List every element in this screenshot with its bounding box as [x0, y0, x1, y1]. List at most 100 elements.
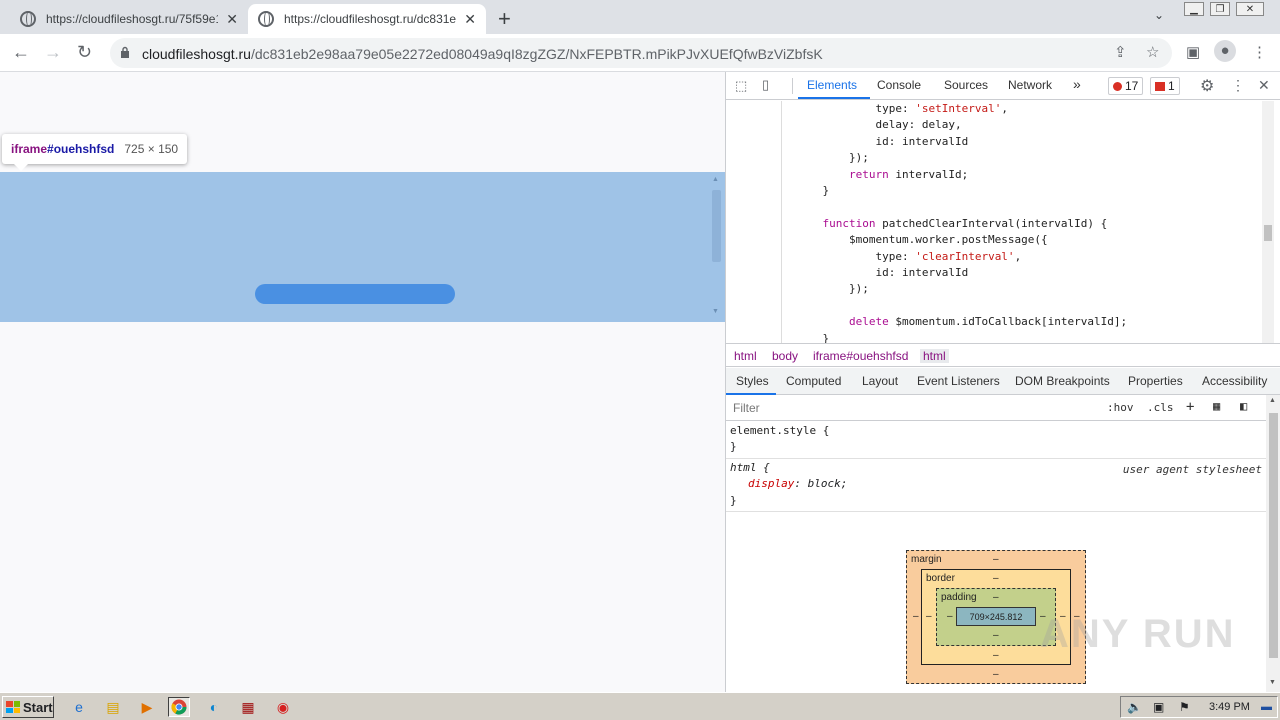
tooltip-dimensions: 725 × 150	[124, 142, 179, 156]
start-button[interactable]: Start	[2, 696, 54, 718]
close-window-button[interactable]: ✕	[1236, 2, 1264, 16]
media-player-icon[interactable]: ▶	[141, 698, 153, 715]
padding-top-value: –	[993, 592, 999, 603]
forward-arrow-icon[interactable]: →	[44, 42, 62, 62]
margin-right-value: –	[1074, 611, 1080, 622]
filter-placeholder: Filter	[733, 401, 760, 415]
tab-elements[interactable]: Elements	[807, 78, 858, 92]
close-devtools-icon[interactable]: ✕	[1258, 77, 1270, 93]
html-ua-rule: html { user agent stylesheet display: bl…	[726, 460, 1266, 512]
filter-input[interactable]	[728, 397, 1098, 417]
code-scrollbar[interactable]	[1262, 101, 1274, 343]
scrollbar-thumb[interactable]	[1264, 225, 1272, 241]
rule-selector[interactable]: element.style {	[730, 424, 830, 437]
scroll-down-arrow-icon[interactable]: ▼	[1269, 679, 1276, 686]
new-tab-button[interactable]: +	[498, 6, 511, 31]
scroll-up-arrow-icon[interactable]: ▲	[1269, 397, 1276, 404]
paint-bucket-icon[interactable]: ▦	[1213, 399, 1221, 413]
windows-taskbar: Start e ▤ ▶ ◐ ▦ ◉ 🔈 ▣ ⚑ 3:49 PM ▬	[0, 692, 1280, 720]
address-bar[interactable]: cloudfileshosgt.ru/dc831eb2e98aa79e05e22…	[110, 38, 1172, 68]
browser-tab-strip: https://cloudfileshosgt.ru/75f59e11( ✕ h…	[0, 0, 1280, 34]
share-icon[interactable]: ⇪	[1114, 44, 1127, 61]
scrollbar-thumb[interactable]	[1269, 413, 1278, 658]
margin-top-value: –	[993, 554, 999, 565]
security-app-icon[interactable]: ◉	[276, 698, 290, 715]
issues-badge[interactable]: 1	[1150, 77, 1180, 95]
watermark-logo: ANY RUN	[1040, 612, 1236, 656]
scroll-down-arrow-icon[interactable]: ▼	[712, 308, 719, 315]
settings-gear-icon[interactable]: ⚙	[1200, 78, 1215, 95]
close-icon[interactable]: ✕	[226, 10, 238, 27]
tab-event-listeners[interactable]: Event Listeners	[917, 374, 1000, 388]
menu-kebab-icon[interactable]: ⋮	[1252, 44, 1267, 61]
tab-search-chevron-icon[interactable]: ⌄	[1154, 8, 1165, 22]
code-line: }	[796, 331, 830, 343]
issue-icon	[1155, 81, 1165, 91]
close-icon[interactable]: ✕	[464, 10, 476, 27]
errors-badge[interactable]: 17	[1108, 77, 1144, 95]
system-tray: 🔈 ▣ ⚑ 3:49 PM ▬	[1120, 696, 1278, 718]
chrome-logo	[171, 699, 187, 715]
code-line: }	[796, 184, 830, 198]
scroll-up-arrow-icon[interactable]: ▲	[712, 176, 719, 183]
more-tabs-chevron-icon[interactable]: »	[1073, 76, 1081, 92]
code-viewer: type: 'setInterval', delay: delay, id: i…	[726, 101, 1271, 343]
device-toolbar-icon[interactable]: ▯	[762, 77, 770, 92]
inspect-element-icon[interactable]: ⬚	[735, 78, 748, 93]
edge-icon[interactable]: ◐	[209, 699, 219, 715]
selected-tab-indicator	[798, 97, 870, 99]
padding-right-value: –	[1040, 611, 1046, 622]
restore-button[interactable]: ❐	[1210, 2, 1230, 16]
url-path: /dc831eb2e98aa79e05e2272ed08049a9qI8zgZG…	[250, 46, 823, 62]
breadcrumb-html[interactable]: html	[734, 349, 757, 363]
code-line: });	[796, 282, 869, 296]
internet-explorer-icon[interactable]: e	[75, 699, 83, 715]
reload-icon[interactable]: ↻	[77, 42, 93, 62]
tab-styles[interactable]: Styles	[736, 374, 769, 388]
code-line: id: intervalId	[796, 134, 969, 148]
side-panel-icon[interactable]: ▣	[1186, 44, 1201, 61]
back-arrow-icon[interactable]: ←	[12, 42, 30, 62]
toggle-sidebar-icon[interactable]: ◧	[1240, 399, 1248, 413]
browser-tab-2[interactable]: https://cloudfileshosgt.ru/dc831eb2 ✕	[248, 4, 486, 34]
bookmark-star-icon[interactable]: ☆	[1146, 44, 1160, 61]
tab-layout[interactable]: Layout	[862, 374, 899, 388]
network-icon[interactable]: ▣	[1153, 700, 1165, 714]
new-rule-plus-icon[interactable]: +	[1186, 399, 1195, 415]
winrar-icon[interactable]: ▦	[241, 698, 255, 715]
hov-toggle[interactable]: :hov	[1107, 401, 1134, 414]
property-value: block;	[807, 477, 848, 491]
margin-bottom-value: –	[993, 669, 999, 680]
action-center-flag-icon[interactable]: ⚑	[1179, 700, 1190, 714]
breadcrumb-body[interactable]: body	[772, 349, 799, 363]
chrome-icon[interactable]	[168, 697, 190, 717]
rule-declaration[interactable]: display: block;	[748, 477, 848, 491]
tab-properties[interactable]: Properties	[1128, 374, 1183, 388]
scrollbar-thumb[interactable]	[712, 190, 721, 262]
volume-icon[interactable]: 🔈	[1127, 700, 1142, 714]
code-line: type: 'setInterval',	[796, 102, 1008, 115]
minimize-button[interactable]: ▁	[1184, 2, 1204, 16]
styles-scrollbar[interactable]: ▲ ▼	[1266, 395, 1280, 692]
url-text: cloudfileshosgt.ru/dc831eb2e98aa79e05e22…	[142, 46, 823, 62]
box-model-diagram: margin – – – – border – – – – padding – …	[906, 550, 1086, 684]
padding-left-value: –	[947, 611, 953, 622]
devtools-menu-kebab-icon[interactable]: ⋮	[1231, 77, 1245, 93]
browser-tab-1[interactable]: https://cloudfileshosgt.ru/75f59e11( ✕	[10, 4, 248, 34]
cls-toggle[interactable]: .cls	[1147, 401, 1174, 414]
tab-computed[interactable]: Computed	[786, 374, 842, 388]
file-explorer-icon[interactable]: ▤	[106, 698, 120, 715]
iframe-scrollbar[interactable]: ▲ ▼	[710, 176, 722, 318]
tab-console[interactable]: Console	[877, 78, 922, 92]
breadcrumb-html-selected[interactable]: html	[920, 349, 949, 363]
profile-avatar-icon[interactable]: ●	[1214, 40, 1236, 62]
breadcrumb-iframe[interactable]: iframe#ouehshfsd	[813, 349, 909, 363]
border-box: border – – – – padding – – – – 709×245.8…	[921, 569, 1071, 665]
tab-sources[interactable]: Sources	[944, 78, 989, 92]
rule-selector[interactable]: html {	[730, 461, 770, 474]
tab-dom-breakpoints[interactable]: DOM Breakpoints	[1015, 374, 1110, 388]
content-box[interactable]: 709×245.812	[956, 607, 1036, 626]
show-desktop-icon[interactable]: ▬	[1261, 701, 1272, 713]
tab-network[interactable]: Network	[1008, 78, 1053, 92]
tab-accessibility[interactable]: Accessibility	[1202, 374, 1268, 388]
